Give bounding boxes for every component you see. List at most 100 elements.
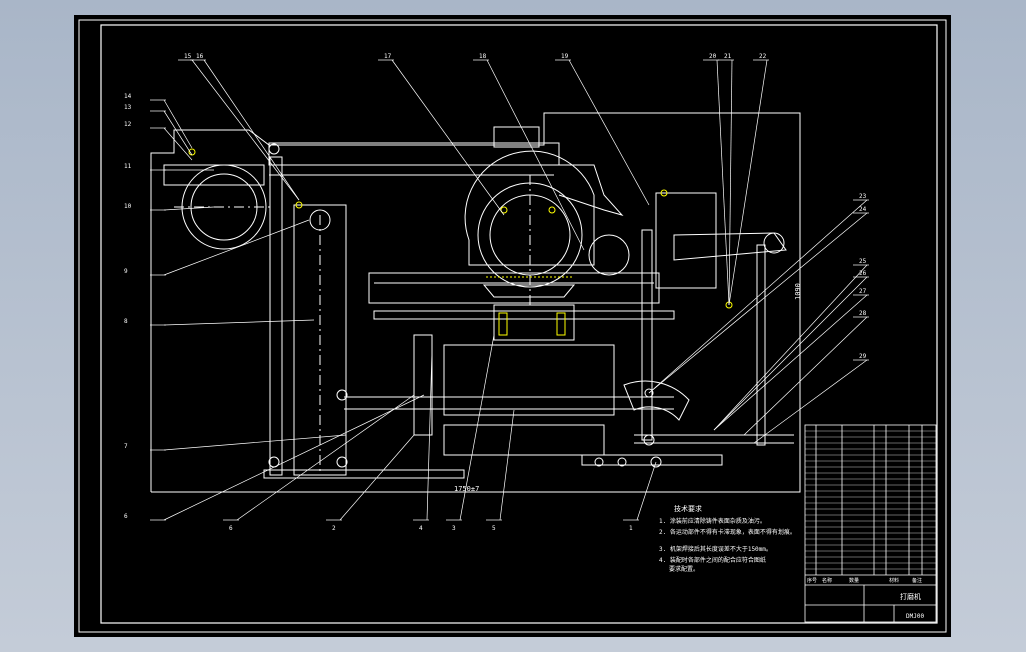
callout-number: 23 (859, 193, 867, 200)
motor-bracket (163, 164, 265, 186)
callout-number: 6 (229, 525, 233, 532)
callout-number: 29 (859, 353, 867, 360)
pivot (336, 456, 348, 468)
left-column (269, 156, 283, 476)
leader-line (636, 461, 657, 521)
leader-line (426, 349, 433, 521)
technical-notes: 技术要求 1. 涂装前应清除铸件表面杂质及油污。 2. 各运动部件不得有卡滞现象… (659, 504, 796, 573)
outer-frame (78, 19, 947, 633)
right-motor (673, 232, 787, 261)
leader-line (163, 206, 215, 211)
leader-line (391, 59, 505, 216)
leader-line (713, 276, 868, 431)
crank-disc (588, 234, 630, 276)
note-line: 要求配置。 (669, 565, 699, 573)
middle-column (293, 204, 347, 476)
wheel-contact-pad (482, 284, 576, 298)
idler-pulley (309, 209, 331, 231)
leader-line (648, 212, 868, 394)
title-block-text: 序号 名称 数量 材料 备注 打磨机 DMJ00 (807, 577, 924, 620)
leader-line (743, 316, 868, 436)
leader-line (728, 59, 733, 306)
callout-number: 16 (196, 53, 204, 60)
callout-number: 10 (124, 203, 132, 210)
note-line: 4. 装配时各部件之间的配合应符合图纸 (659, 556, 766, 564)
leader-line (163, 110, 193, 156)
callout-number: 14 (124, 93, 132, 100)
inner-frame (100, 24, 938, 624)
leader-line (203, 59, 300, 201)
bolt (500, 206, 508, 214)
callout-number: 27 (859, 288, 867, 295)
pivot (617, 457, 627, 467)
right-pinion (763, 232, 785, 254)
pivot (336, 389, 348, 401)
leader-line (163, 434, 347, 451)
wheel-guard (464, 150, 595, 266)
machine-assembly (150, 112, 801, 493)
leader-line (459, 334, 495, 521)
gear-teeth (556, 312, 566, 336)
slide-block (443, 424, 605, 456)
leader-line (163, 99, 193, 149)
leader-line (191, 59, 300, 201)
beam-arm (554, 164, 624, 216)
callout-number: 7 (124, 443, 128, 450)
leader-line (568, 59, 650, 206)
leader-line (486, 59, 585, 251)
title-block-frame (804, 424, 937, 623)
gearbox-base (443, 344, 615, 416)
pivot (650, 456, 662, 468)
bolt (295, 201, 303, 209)
leader-line (499, 409, 515, 521)
upper-bracket (493, 126, 540, 148)
header-label: 材料 (889, 577, 899, 584)
assembly-drawing: 1413121110987615161718192021222324252627… (78, 19, 947, 633)
callout-number: 9 (124, 268, 128, 275)
leader-line (648, 199, 868, 394)
leader-line (713, 294, 868, 431)
drawing-name: 打磨机 (900, 592, 921, 601)
pivot (268, 143, 280, 155)
callout-number: 13 (124, 104, 132, 111)
dimension-right: 1090 (794, 283, 802, 300)
callout-number: 1 (629, 525, 633, 532)
gearbox-housing (493, 304, 575, 341)
header-label: 数量 (849, 577, 859, 584)
accent-details (188, 148, 733, 336)
pivot (594, 457, 604, 467)
callout-number: 12 (124, 121, 132, 128)
top-beam (268, 142, 560, 166)
pivot (644, 388, 654, 398)
callout-number: 11 (124, 163, 132, 170)
callout-number: 19 (561, 53, 569, 60)
header-label: 名称 (822, 577, 832, 584)
bolt (660, 189, 668, 197)
callout-number: 28 (859, 310, 867, 317)
header-label: 备注 (912, 577, 922, 584)
right-post (756, 244, 766, 446)
sector-gear (623, 380, 690, 421)
leader-line (163, 394, 425, 521)
leader-line (728, 59, 768, 306)
right-lever (641, 229, 653, 441)
callout-number: 25 (859, 258, 867, 265)
callout-number: 18 (479, 53, 487, 60)
pivot (643, 434, 655, 446)
leader-line (339, 434, 415, 521)
leader-line (163, 319, 315, 326)
gear-teeth (498, 312, 508, 336)
leader-line (236, 394, 415, 521)
leader-line (163, 219, 310, 276)
callout-number: 2 (332, 525, 336, 532)
callout-number: 6 (124, 513, 128, 520)
leader-line (163, 127, 193, 161)
leader-line (753, 359, 868, 444)
header-label: 序号 (807, 577, 817, 584)
drawing-number: DMJ00 (906, 613, 924, 620)
callout-number: 3 (452, 525, 456, 532)
callout-number: 22 (759, 53, 767, 60)
